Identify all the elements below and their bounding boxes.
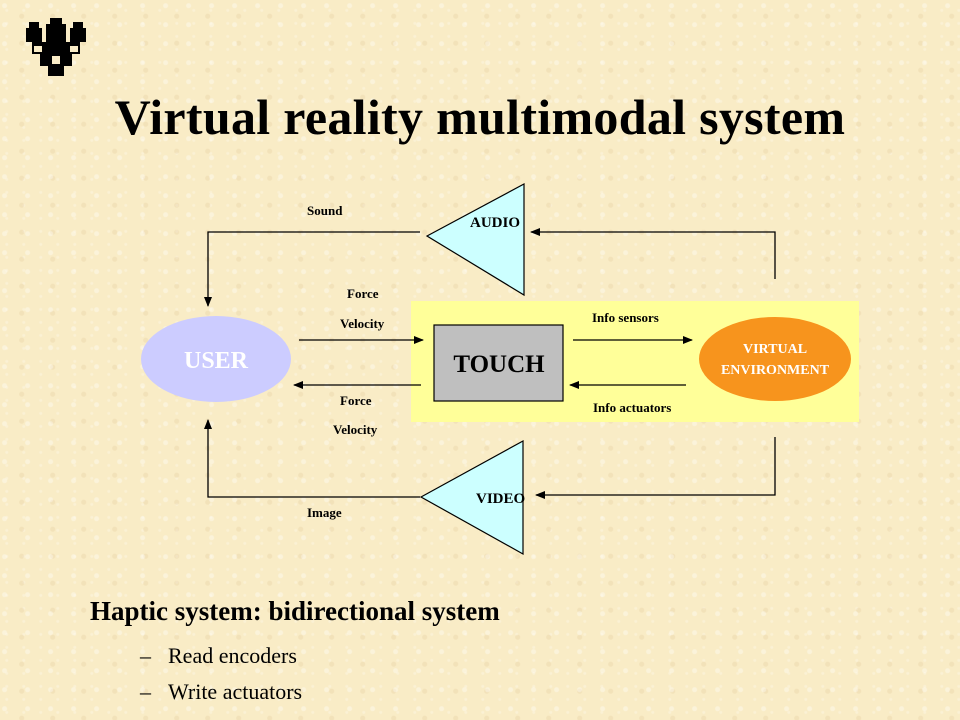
bullet-dash: – — [140, 643, 151, 668]
image-label: Image — [307, 505, 342, 520]
bullet-write-actuators: –Write actuators — [140, 679, 302, 705]
video-label: VIDEO — [476, 491, 525, 507]
bullet-read-encoders: –Read encoders — [140, 643, 297, 669]
video-feed-line — [535, 437, 776, 499]
velocity-top-label: Velocity — [340, 316, 385, 331]
touch-node — [433, 324, 564, 402]
info-actuators-label: Info actuators — [593, 400, 671, 415]
info-sensors-label: Info sensors — [592, 310, 659, 325]
sound-path-line — [204, 231, 420, 307]
audio-triangle — [425, 182, 525, 297]
university-logo-icon — [26, 18, 86, 76]
haptic-heading: Haptic system: bidirectional system — [90, 596, 500, 626]
bullet-dash: – — [140, 679, 151, 704]
video-triangle — [419, 439, 524, 556]
image-path-line — [204, 419, 420, 498]
virtual-env-label-line1: VIRTUAL — [743, 342, 807, 357]
velocity-bottom-label: Velocity — [333, 422, 378, 437]
slide-title: Virtual reality multimodal system — [114, 89, 846, 145]
audio-feed-line — [530, 228, 776, 279]
virtual-env-label-line2: ENVIRONMENT — [721, 363, 830, 378]
force-top-label: Force — [347, 286, 379, 301]
bullet-text: Read encoders — [168, 643, 297, 668]
bullet-text: Write actuators — [168, 679, 303, 704]
user-node — [141, 316, 291, 402]
user-label: USER — [184, 348, 249, 374]
sound-label: Sound — [307, 203, 343, 218]
virtual-environment-node — [699, 317, 851, 401]
touch-label: TOUCH — [453, 351, 545, 378]
audio-label: AUDIO — [470, 215, 520, 231]
force-bottom-label: Force — [340, 393, 372, 408]
